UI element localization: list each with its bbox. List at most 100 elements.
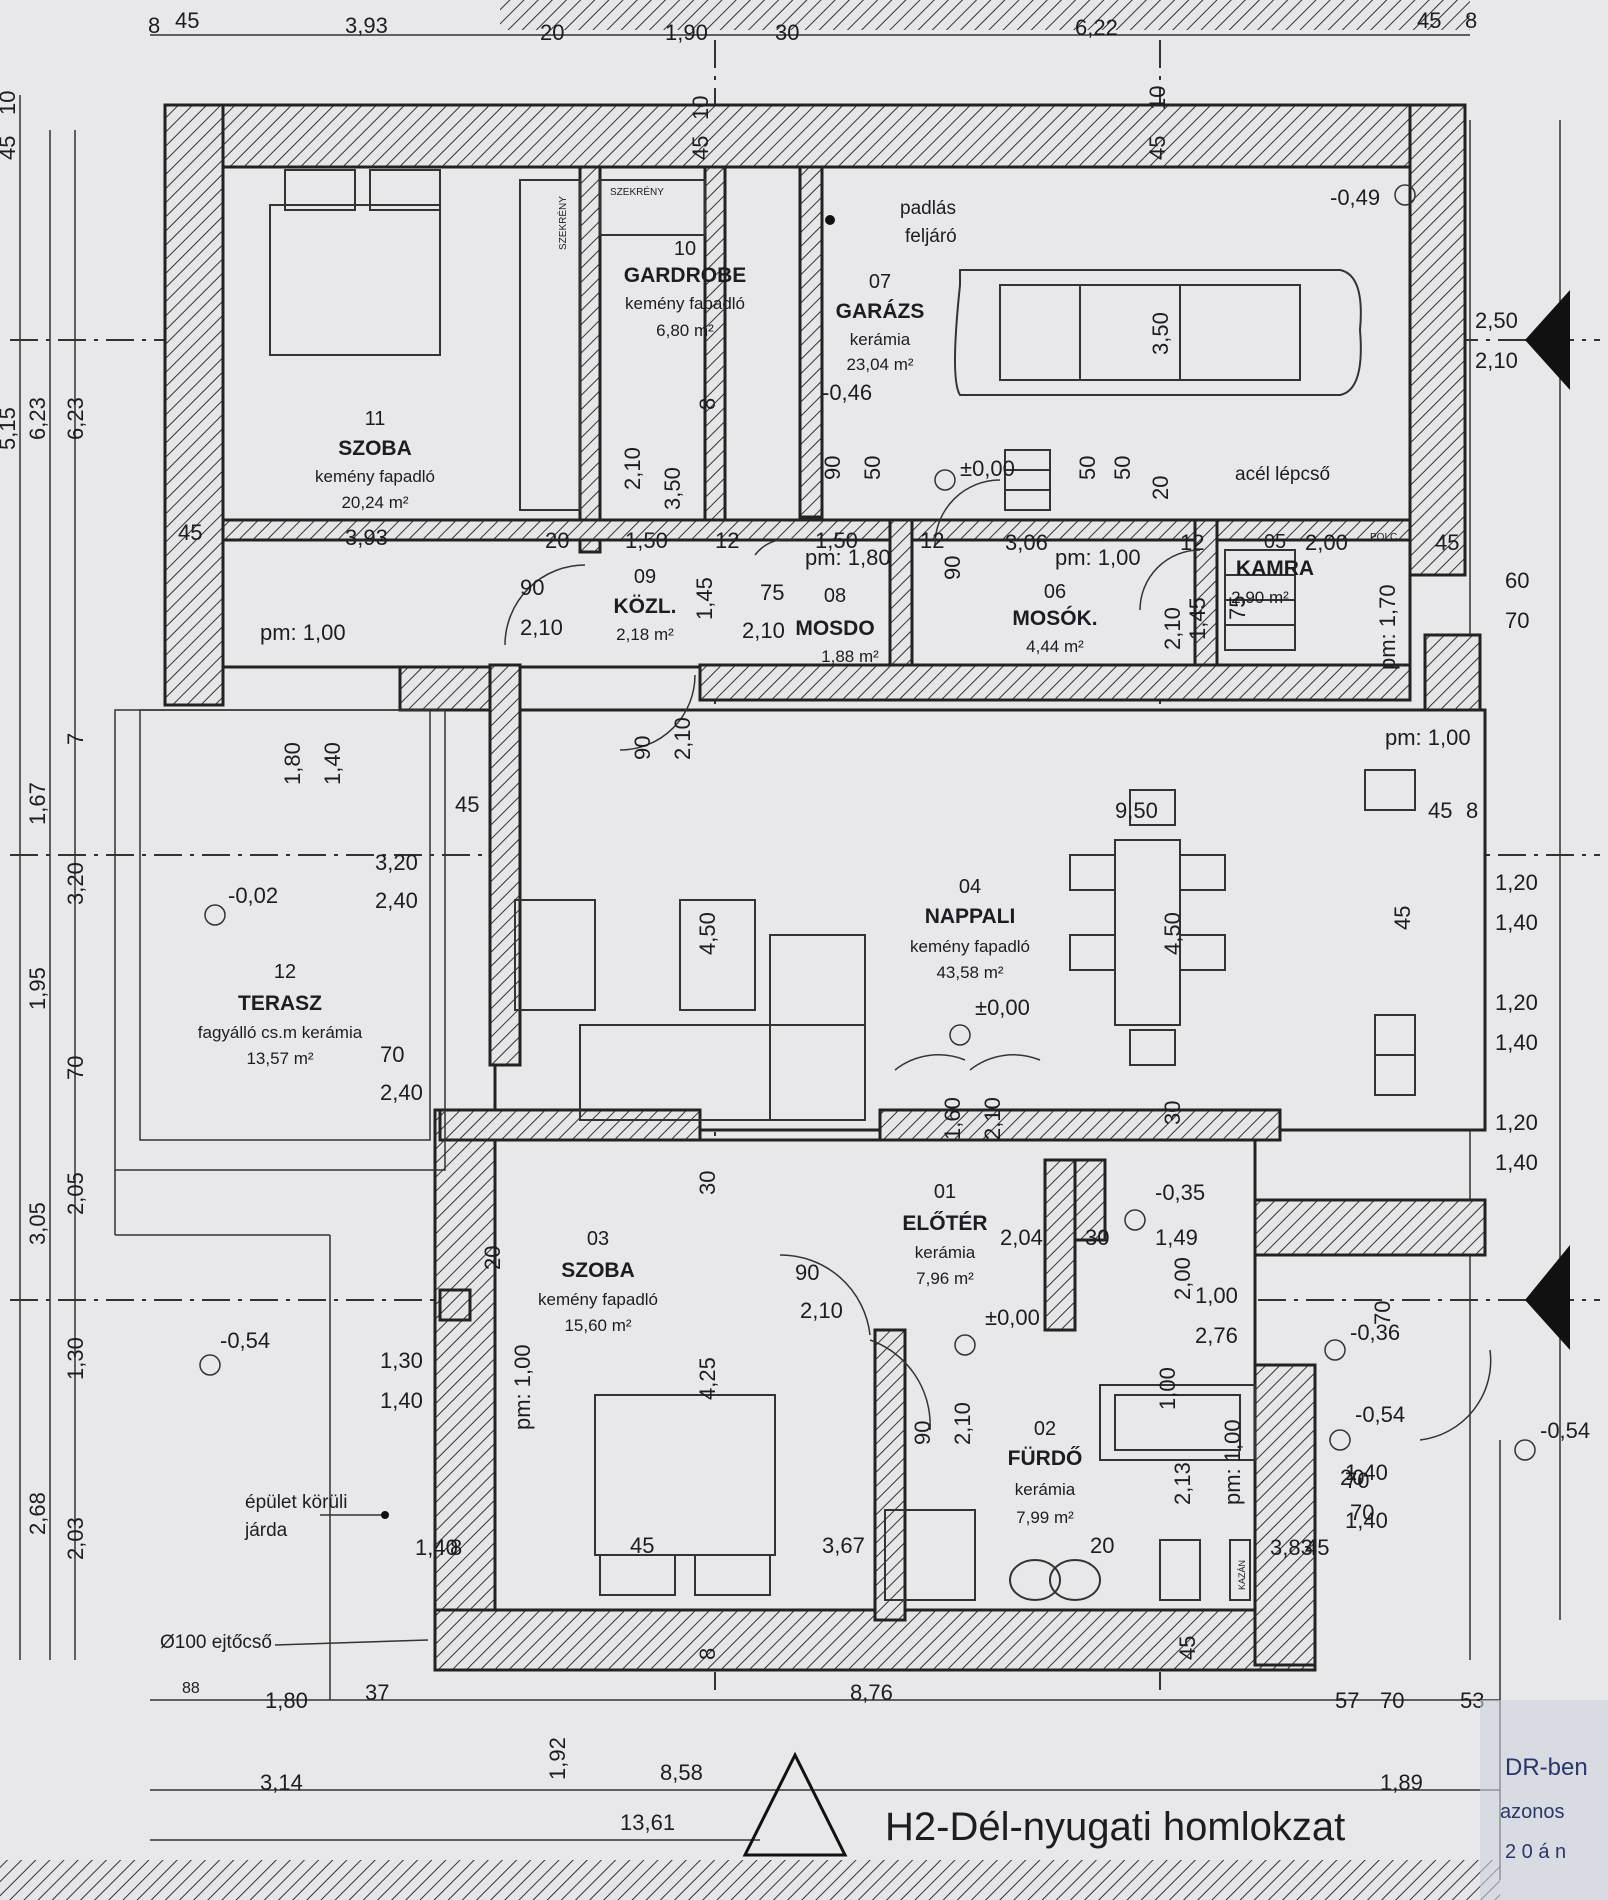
svg-text:SZEKRÉNY: SZEKRÉNY xyxy=(556,196,569,250)
svg-text:2,18 m²: 2,18 m² xyxy=(616,625,674,644)
svg-text:37: 37 xyxy=(365,1680,389,1705)
svg-text:8: 8 xyxy=(1466,798,1478,823)
svg-text:4,25: 4,25 xyxy=(695,1357,720,1400)
svg-text:45: 45 xyxy=(455,792,479,817)
svg-text:8: 8 xyxy=(450,1535,462,1560)
svg-text:45: 45 xyxy=(0,136,20,160)
svg-text:-0,54: -0,54 xyxy=(1355,1402,1405,1427)
svg-text:1,49: 1,49 xyxy=(1155,1225,1198,1250)
svg-text:45: 45 xyxy=(688,136,713,160)
svg-text:1,40: 1,40 xyxy=(1495,1150,1538,1175)
svg-text:-0,49: -0,49 xyxy=(1330,185,1380,210)
svg-text:90: 90 xyxy=(520,575,544,600)
svg-text:2,04: 2,04 xyxy=(1000,1225,1043,1250)
svg-text:1,45: 1,45 xyxy=(692,577,717,620)
svg-text:6,23: 6,23 xyxy=(25,397,50,440)
svg-text:1,30: 1,30 xyxy=(380,1348,423,1373)
svg-text:pm: 1,00: pm: 1,00 xyxy=(1385,725,1471,750)
svg-text:±0,00: ±0,00 xyxy=(975,995,1030,1020)
svg-text:57: 57 xyxy=(1335,1688,1359,1713)
svg-text:1,45: 1,45 xyxy=(1185,597,1210,640)
svg-text:1,20: 1,20 xyxy=(1495,870,1538,895)
svg-text:45: 45 xyxy=(1390,906,1415,930)
svg-text:70: 70 xyxy=(63,1056,88,1080)
svg-text:GARDROBE: GARDROBE xyxy=(624,264,747,287)
svg-text:SZOBA: SZOBA xyxy=(561,1259,635,1282)
svg-text:FÜRDŐ: FÜRDŐ xyxy=(1008,1447,1083,1470)
svg-text:70: 70 xyxy=(380,1042,404,1067)
svg-text:±0,00: ±0,00 xyxy=(960,456,1015,481)
svg-text:2,50: 2,50 xyxy=(1475,308,1518,333)
bottom-edge-hatch xyxy=(0,1860,1500,1900)
svg-text:3,06: 3,06 xyxy=(1005,530,1048,555)
svg-text:2,40: 2,40 xyxy=(380,1080,423,1105)
svg-text:3,20: 3,20 xyxy=(63,862,88,905)
svg-text:KAMRA: KAMRA xyxy=(1236,557,1314,580)
svg-text:2,10: 2,10 xyxy=(950,1402,975,1445)
svg-text:70: 70 xyxy=(1350,1500,1374,1525)
svg-text:SZEKRÉNY: SZEKRÉNY xyxy=(610,185,664,198)
svg-text:1,40: 1,40 xyxy=(1345,1508,1388,1533)
svg-text:90: 90 xyxy=(795,1260,819,1285)
svg-text:10: 10 xyxy=(674,238,696,260)
svg-text:3,05: 3,05 xyxy=(25,1202,50,1245)
svg-text:8: 8 xyxy=(1465,8,1477,33)
svg-text:MOSDO: MOSDO xyxy=(795,617,874,640)
svg-text:11: 11 xyxy=(365,408,386,430)
svg-text:02: 02 xyxy=(1034,1418,1056,1440)
svg-text:2,05: 2,05 xyxy=(63,1172,88,1215)
svg-text:8: 8 xyxy=(148,13,160,38)
svg-text:1,89: 1,89 xyxy=(1380,1770,1423,1795)
stamp: DR-ben azonos 2 0 á n xyxy=(1480,1700,1608,1900)
svg-text:60: 60 xyxy=(1505,568,1529,593)
room-label-04: 04 NAPPALI kemény fapadló 43,58 m² xyxy=(910,876,1030,982)
svg-text:1,30: 1,30 xyxy=(63,1337,88,1380)
svg-text:3,67: 3,67 xyxy=(822,1533,865,1558)
svg-text:2,10: 2,10 xyxy=(670,717,695,760)
door-swings xyxy=(504,479,1492,1441)
svg-text:12: 12 xyxy=(715,528,739,553)
svg-text:1,40: 1,40 xyxy=(1495,910,1538,935)
svg-text:90: 90 xyxy=(820,456,845,480)
svg-text:5,15: 5,15 xyxy=(0,407,20,450)
svg-text:járda: járda xyxy=(244,1520,288,1541)
svg-text:1,50: 1,50 xyxy=(625,528,668,553)
svg-text:POLC: POLC xyxy=(1370,532,1397,543)
svg-text:2,10: 2,10 xyxy=(620,447,645,490)
svg-text:2,00: 2,00 xyxy=(1170,1257,1195,1300)
svg-text:1,00: 1,00 xyxy=(1195,1283,1238,1308)
svg-text:épület körüli: épület körüli xyxy=(245,1492,347,1513)
svg-text:1,80: 1,80 xyxy=(280,742,305,785)
svg-text:08: 08 xyxy=(824,585,846,607)
svg-text:70: 70 xyxy=(1370,1301,1395,1325)
svg-text:pm: 1,00: pm: 1,00 xyxy=(1055,545,1141,570)
svg-text:30: 30 xyxy=(1085,1225,1109,1250)
svg-text:13,57 m²: 13,57 m² xyxy=(246,1049,313,1068)
svg-text:1,00: 1,00 xyxy=(1155,1367,1180,1410)
room-label-01: 01 ELŐTÉR kerámia 7,96 m² xyxy=(902,1181,987,1288)
svg-text:TERASZ: TERASZ xyxy=(238,992,322,1015)
room-label-07: 07 GARÁZS kerámia 23,04 m² xyxy=(836,271,925,374)
svg-text:-0,46: -0,46 xyxy=(822,380,872,405)
svg-text:2,10: 2,10 xyxy=(520,615,563,640)
level-labels: ±0,00 -0,49 -0,46 -0,02 ±0,00 ±0,00 -0,5… xyxy=(220,185,1590,1443)
svg-text:MOSÓK.: MOSÓK. xyxy=(1012,606,1097,630)
svg-text:2,76: 2,76 xyxy=(1195,1323,1238,1348)
interior-walls xyxy=(221,165,1412,1622)
svg-text:6,80 m²: 6,80 m² xyxy=(656,321,714,340)
dims-right: 2,50 2,10 60 70 45 8 1,20 1,40 1,20 1,40… xyxy=(1345,308,1538,1533)
svg-text:10: 10 xyxy=(1145,86,1170,110)
svg-text:1,40: 1,40 xyxy=(1345,1460,1388,1485)
svg-text:12: 12 xyxy=(1180,530,1204,555)
svg-text:20: 20 xyxy=(545,528,569,553)
svg-text:2,10: 2,10 xyxy=(742,618,785,643)
svg-text:15,60 m²: 15,60 m² xyxy=(564,1316,631,1335)
svg-text:pm: 1,80: pm: 1,80 xyxy=(805,545,891,570)
svg-text:23,04 m²: 23,04 m² xyxy=(846,355,913,374)
drawing-title: H2-Dél-nyugati homlokzat xyxy=(885,1805,1345,1849)
svg-text:10: 10 xyxy=(688,96,713,120)
svg-text:1,67: 1,67 xyxy=(25,782,50,825)
top-edge-hatch xyxy=(500,0,1470,30)
svg-text:GARÁZS: GARÁZS xyxy=(836,300,925,323)
